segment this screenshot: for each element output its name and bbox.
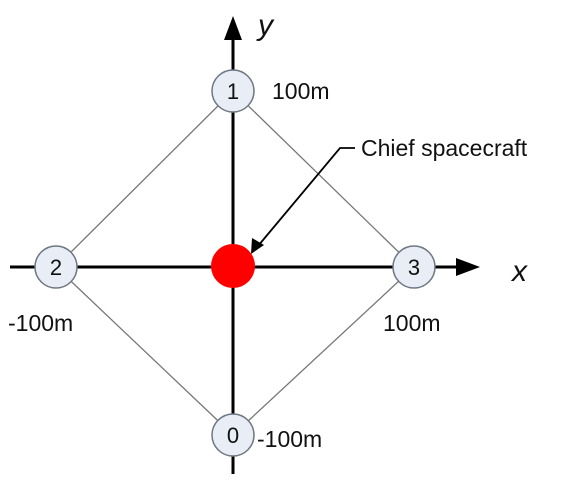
node-0-distance-label: -100m (257, 426, 322, 452)
chief-pointer-arrowhead (251, 238, 264, 254)
node-2-number: 2 (50, 255, 62, 280)
edge-1-3 (232, 90, 415, 268)
node-3-circle (392, 245, 436, 289)
node-3-distance-label: 100m (383, 310, 441, 336)
node-3-number: 3 (408, 255, 420, 280)
edge-0-2 (55, 266, 234, 436)
chief-spacecraft (211, 244, 255, 288)
chief-label: Chief spacecraft (361, 135, 528, 161)
node-1-circle (211, 69, 255, 113)
node-0-number: 0 (227, 423, 239, 448)
node-1-number: 1 (227, 79, 239, 104)
y-axis-label: y (256, 9, 275, 42)
node-0-circle (211, 413, 255, 457)
axes: x y (10, 9, 528, 474)
x-axis-arrowhead (456, 258, 480, 276)
y-axis-arrowhead (224, 16, 242, 40)
node-1-distance-label: 100m (272, 78, 330, 104)
edge-3-0 (232, 266, 415, 436)
node-2: 2 (34, 245, 78, 289)
chief-pointer (251, 147, 355, 254)
x-axis-label: x (510, 255, 528, 288)
chief-pointer-line (257, 147, 355, 247)
edge-2-1 (55, 90, 234, 268)
node-3: 3 (392, 245, 436, 289)
node-0: 0 (211, 413, 255, 457)
node-2-distance-label: -100m (8, 310, 73, 336)
node-1: 1 (211, 69, 255, 113)
node-2-circle (34, 245, 78, 289)
formation-edges (55, 90, 415, 436)
